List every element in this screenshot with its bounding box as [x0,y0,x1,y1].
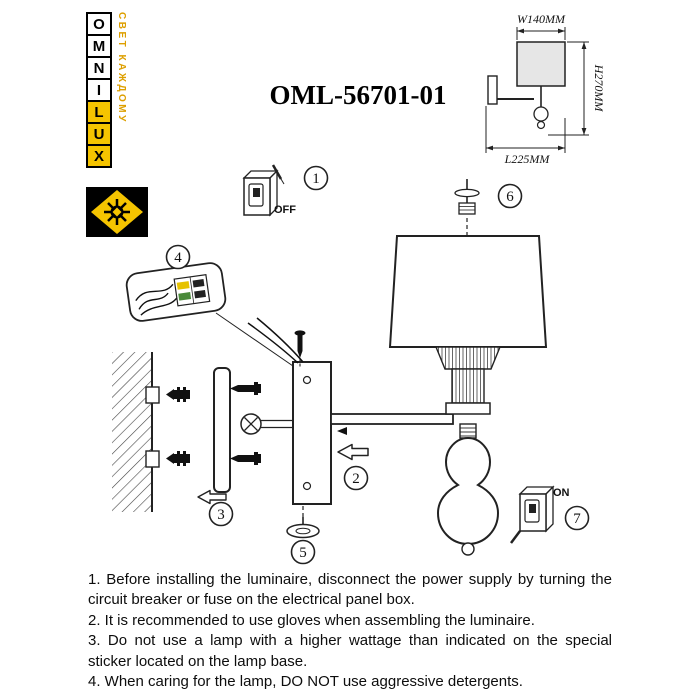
step-2-direction-arrow [337,443,369,461]
lampshade [388,235,548,348]
mounting-bracket [213,367,293,493]
step-marker-6: 6 [497,183,523,209]
logo-letter: I [86,78,112,102]
logo-letter: L [86,100,112,124]
brand-logo: O M N I L U X СВЕТ КАЖДОМУ [86,12,148,242]
step-marker-4: 4 [165,244,191,270]
svg-text:5: 5 [299,545,307,561]
step-marker-1: 1 [303,165,329,191]
supply-wire [247,322,299,364]
screw-cover [286,506,320,539]
logo-letter: U [86,122,112,146]
wall-anchor [166,451,190,466]
supply-wire [256,317,304,363]
rocker-switch [253,188,260,197]
instruction-line: 4. When caring for the lamp, DO NOT use … [88,672,523,690]
step-marker-7: 7 [564,505,590,531]
wiring-detail [125,262,304,367]
mounting-screw [230,452,261,465]
svg-text:3: 3 [217,507,225,523]
height-dimension-label: H270MM [592,64,606,113]
rocker-switch [529,504,536,513]
mini-shade [516,41,566,87]
fixing-screw-top [294,330,306,369]
wall-anchor [166,387,190,402]
wall-plate [292,330,332,505]
width-dimension-label: W140MM [517,12,566,26]
mini-wall-plate [487,75,498,105]
svg-text:1: 1 [312,171,320,187]
switch-panel-off: OFF [242,164,296,217]
logo-tagline: СВЕТ КАЖДОМУ [116,12,127,124]
product-dimensions-drawing: W140MM H270MM L225MM [485,12,606,166]
lamp-arm [330,413,454,435]
step-3-direction-arrow [197,489,227,505]
instruction-line: 1. Before installing the luminaire, disc… [88,571,612,609]
step-marker-3: 3 [208,501,234,527]
drill-hole [145,450,160,468]
bulb [436,423,500,556]
step-marker-5: 5 [290,539,316,565]
svg-text:7: 7 [573,511,581,527]
brand-letters: O M N I L U X [86,12,112,182]
svg-text:6: 6 [506,189,514,205]
svg-text:2: 2 [352,471,360,487]
logo-starburst-icon [86,187,148,242]
adjustment-screw [240,413,293,435]
logo-letter: N [86,56,112,80]
instruction-line: 2. It is recommended to use gloves when … [88,611,535,629]
mini-bulb [533,106,549,122]
svg-text:4: 4 [174,250,182,266]
drill-hole [145,386,160,404]
mounting-screw [230,382,261,395]
step-marker-2: 2 [343,465,369,491]
logo-letter: M [86,34,112,58]
wall-hatching [112,352,152,512]
safety-instructions: 1. Before installing the luminaire, disc… [88,570,612,692]
wall-section [112,352,190,512]
lamp-socket [434,346,502,415]
instruction-line: 3. Do not use a lamp with a higher watta… [88,632,612,670]
on-label: ON [553,487,570,499]
canopy-cap [454,179,480,235]
logo-letter: O [86,12,112,36]
length-dimension-label: L225MM [504,152,551,166]
slide-direction-arrow [337,427,347,435]
model-title: OML-56701-01 [269,80,447,110]
off-label: OFF [274,204,296,216]
switch-panel-on: ON [510,485,570,544]
logo-letter: X [86,144,112,168]
